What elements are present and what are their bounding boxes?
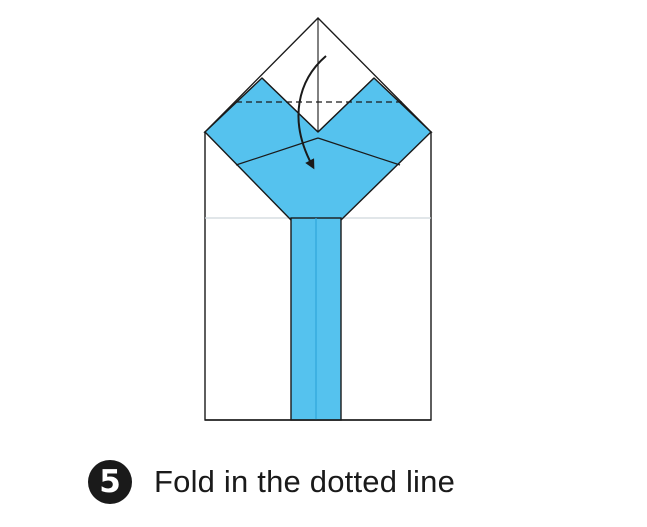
step-caption: 5 Fold in the dotted line bbox=[88, 456, 455, 508]
inner-v-left bbox=[261, 77, 319, 133]
inner-v-right bbox=[317, 77, 375, 133]
step-number-badge: 5 bbox=[88, 460, 132, 504]
step-instruction: Fold in the dotted line bbox=[154, 464, 456, 499]
band-fold-left bbox=[235, 137, 319, 166]
step-number: 5 bbox=[99, 463, 121, 500]
band-fold-right bbox=[317, 137, 401, 166]
fold-arrow-icon bbox=[297, 55, 327, 170]
